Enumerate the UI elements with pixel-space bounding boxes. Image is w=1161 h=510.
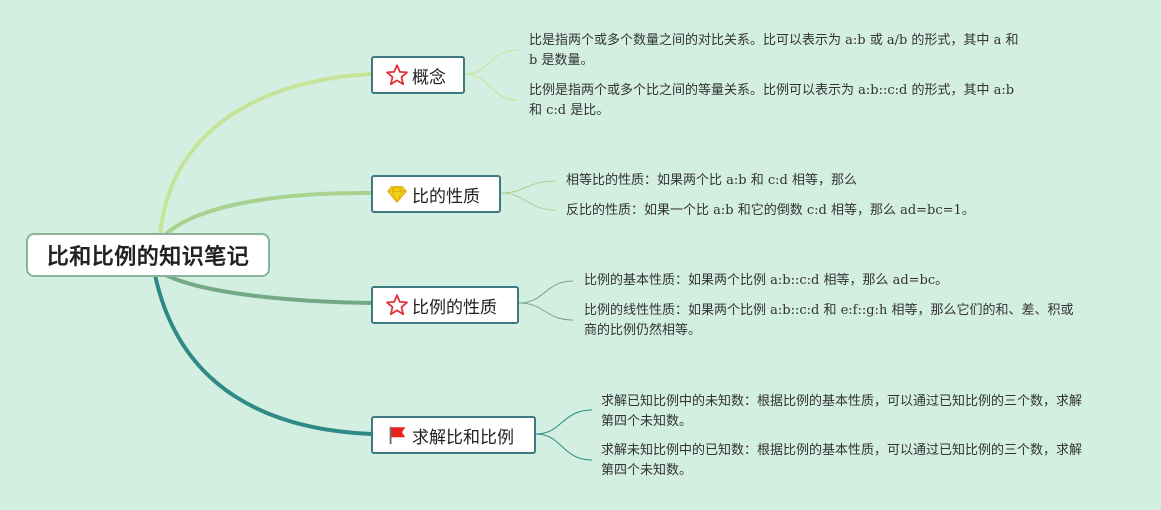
connector-proportion-leaf-1 xyxy=(518,280,574,304)
connector-proportion-leaf-2 xyxy=(518,302,574,321)
branch-node-proportion-properties[interactable]: 比例的性质 xyxy=(371,286,519,324)
branch-label: 比的性质 xyxy=(412,186,480,207)
branch-node-ratio-properties[interactable]: 比的性质 xyxy=(371,175,501,213)
root-node[interactable]: 比和比例的知识笔记 xyxy=(26,233,270,277)
branch-label: 概念 xyxy=(412,67,446,88)
connector-concept-leaf-1 xyxy=(464,49,519,75)
root-title: 比和比例的知识笔记 xyxy=(46,245,250,270)
connector-ratio-leaf-1 xyxy=(500,180,556,194)
leaf-text: 比例的基本性质：如果两个比例 a:b::c:d 相等，那么 ad=bc。 xyxy=(584,273,949,288)
branch-label: 比例的性质 xyxy=(412,297,497,318)
branch-node-solving[interactable]: 求解比和比例 xyxy=(371,416,536,454)
connector-solving-leaf-2 xyxy=(535,433,593,461)
gem-icon xyxy=(385,182,409,206)
connector-concept-leaf-2 xyxy=(464,73,519,101)
connector-ratio-leaf-2 xyxy=(500,192,556,211)
connector-solving-leaf-1 xyxy=(535,409,593,435)
star-outline-icon xyxy=(385,293,409,317)
star-outline-icon xyxy=(385,63,409,87)
red-flag-icon xyxy=(385,423,409,447)
connector-root-to-solving xyxy=(153,273,374,436)
connector-root-to-ratio-properties xyxy=(158,190,374,242)
leaf-text: 比例是指两个或多个比之间的等量关系。比例可以表示为 a:b::c:d 的形式，其… xyxy=(529,83,1015,118)
leaf-text: 比是指两个或多个数量之间的对比关系。比可以表示为 a:b 或 a/b 的形式，其… xyxy=(529,33,1019,68)
leaf-text: 相等比的性质：如果两个比 a:b 和 c:d 相等，那么 xyxy=(566,173,857,188)
leaf-text: 求解已知比例中的未知数：根据比例的基本性质，可以通过已知比例的三个数，求解第四个… xyxy=(601,394,1083,429)
leaf-text: 比例的线性性质：如果两个比例 a:b::c:d 和 e:f::g:h 相等，那么… xyxy=(584,303,1074,338)
branch-node-concept[interactable]: 概念 xyxy=(371,56,465,94)
branch-label: 求解比和比例 xyxy=(412,427,514,448)
leaf-text: 求解未知比例中的已知数：根据比例的基本性质，可以通过已知比例的三个数，求解第四个… xyxy=(601,443,1083,478)
connector-root-to-concept xyxy=(158,72,374,237)
connector-root-to-proportion-properties xyxy=(158,270,374,305)
leaf-text: 反比的性质：如果一个比 a:b 和它的倒数 c:d 相等，那么 ad=bc=1。 xyxy=(566,203,975,218)
